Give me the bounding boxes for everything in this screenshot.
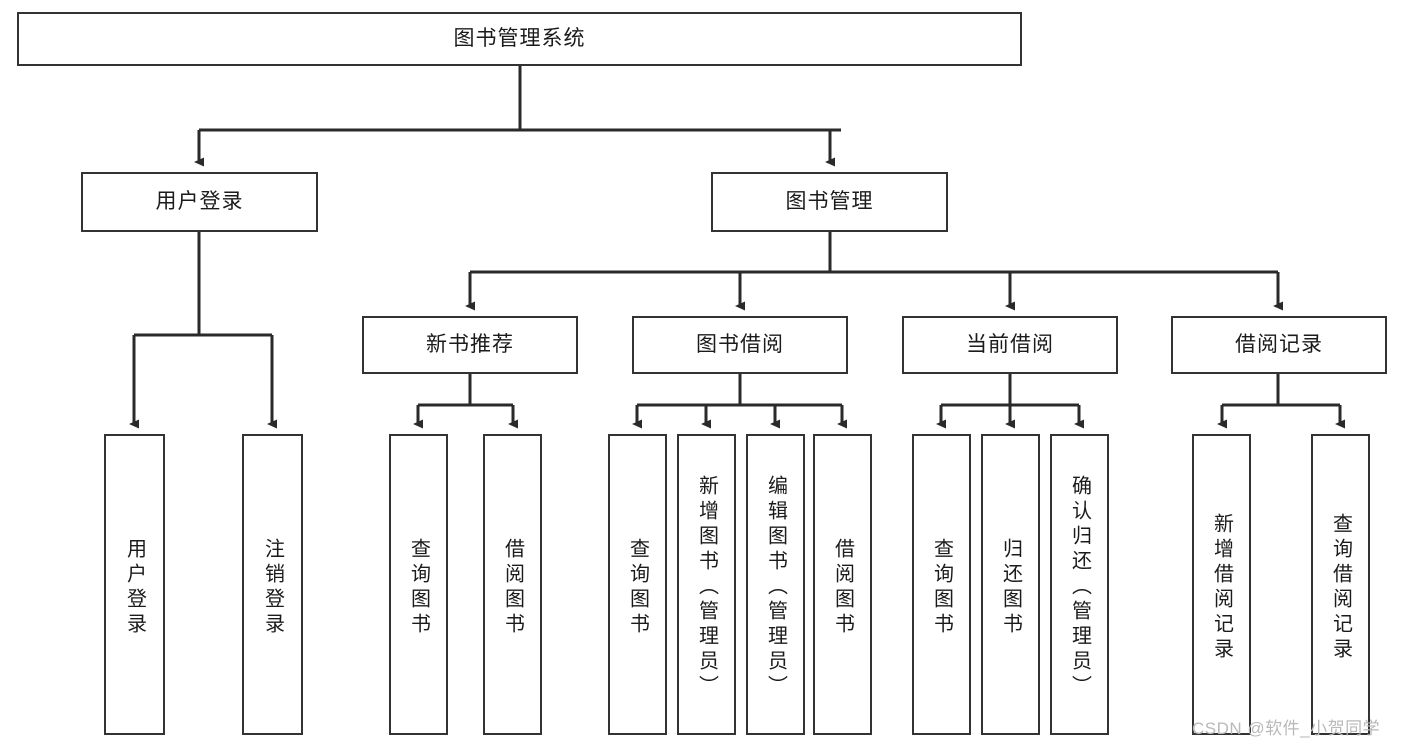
node-new-book-recommend[interactable]: 新书推荐 (362, 316, 578, 374)
node-leaf-query-borrow-record-label: 查询借阅记录 (1329, 512, 1352, 663)
node-leaf-confirm-return[interactable]: 确认归还（管理员） (1050, 434, 1109, 735)
node-leaf-borrow-book-1[interactable]: 借阅图书 (483, 434, 542, 735)
node-borrow-record-label: 借阅记录 (1235, 333, 1323, 357)
node-leaf-user-login-label: 用户登录 (123, 537, 146, 638)
node-leaf-return-book-label: 归还图书 (999, 537, 1022, 638)
node-book-manage-label: 图书管理 (785, 190, 874, 214)
node-leaf-logout-login[interactable]: 注销登录 (242, 434, 303, 735)
node-leaf-return-book[interactable]: 归还图书 (981, 434, 1040, 735)
node-leaf-add-borrow-record[interactable]: 新增借阅记录 (1192, 434, 1251, 735)
node-leaf-add-borrow-record-label: 新增借阅记录 (1210, 512, 1233, 663)
node-book-borrow[interactable]: 图书借阅 (632, 316, 848, 374)
node-leaf-borrow-book-2-label: 借阅图书 (831, 537, 854, 638)
node-root[interactable]: 图书管理系统 (17, 12, 1022, 66)
node-user-login-label: 用户登录 (155, 190, 244, 214)
node-book-borrow-label: 图书借阅 (696, 333, 784, 357)
node-leaf-query-book-1-label: 查询图书 (407, 537, 430, 638)
node-leaf-add-book-label: 新增图书（管理员） (695, 475, 718, 700)
node-leaf-edit-book[interactable]: 编辑图书（管理员） (746, 434, 805, 735)
csdn-watermark: CSDN @软件_小贺同学 (1192, 719, 1381, 738)
node-leaf-query-book-2-label: 查询图书 (626, 537, 649, 638)
node-leaf-edit-book-label: 编辑图书（管理员） (764, 475, 787, 700)
node-leaf-query-book-1[interactable]: 查询图书 (389, 434, 448, 735)
node-leaf-borrow-book-1-label: 借阅图书 (501, 537, 524, 638)
node-leaf-query-book-2[interactable]: 查询图书 (608, 434, 667, 735)
node-current-borrow-label: 当前借阅 (966, 333, 1054, 357)
node-borrow-record[interactable]: 借阅记录 (1171, 316, 1387, 374)
node-book-manage[interactable]: 图书管理 (711, 172, 948, 232)
node-leaf-query-book-3[interactable]: 查询图书 (912, 434, 971, 735)
node-leaf-add-book[interactable]: 新增图书（管理员） (677, 434, 736, 735)
node-leaf-logout-login-label: 注销登录 (261, 537, 284, 638)
node-current-borrow[interactable]: 当前借阅 (902, 316, 1118, 374)
node-leaf-confirm-return-label: 确认归还（管理员） (1068, 475, 1091, 700)
node-leaf-query-borrow-record[interactable]: 查询借阅记录 (1311, 434, 1370, 735)
node-leaf-query-book-3-label: 查询图书 (930, 537, 953, 638)
node-new-book-recommend-label: 新书推荐 (426, 333, 514, 357)
node-user-login[interactable]: 用户登录 (81, 172, 318, 232)
node-root-label: 图书管理系统 (453, 27, 586, 51)
node-leaf-user-login[interactable]: 用户登录 (104, 434, 165, 735)
node-leaf-borrow-book-2[interactable]: 借阅图书 (813, 434, 872, 735)
